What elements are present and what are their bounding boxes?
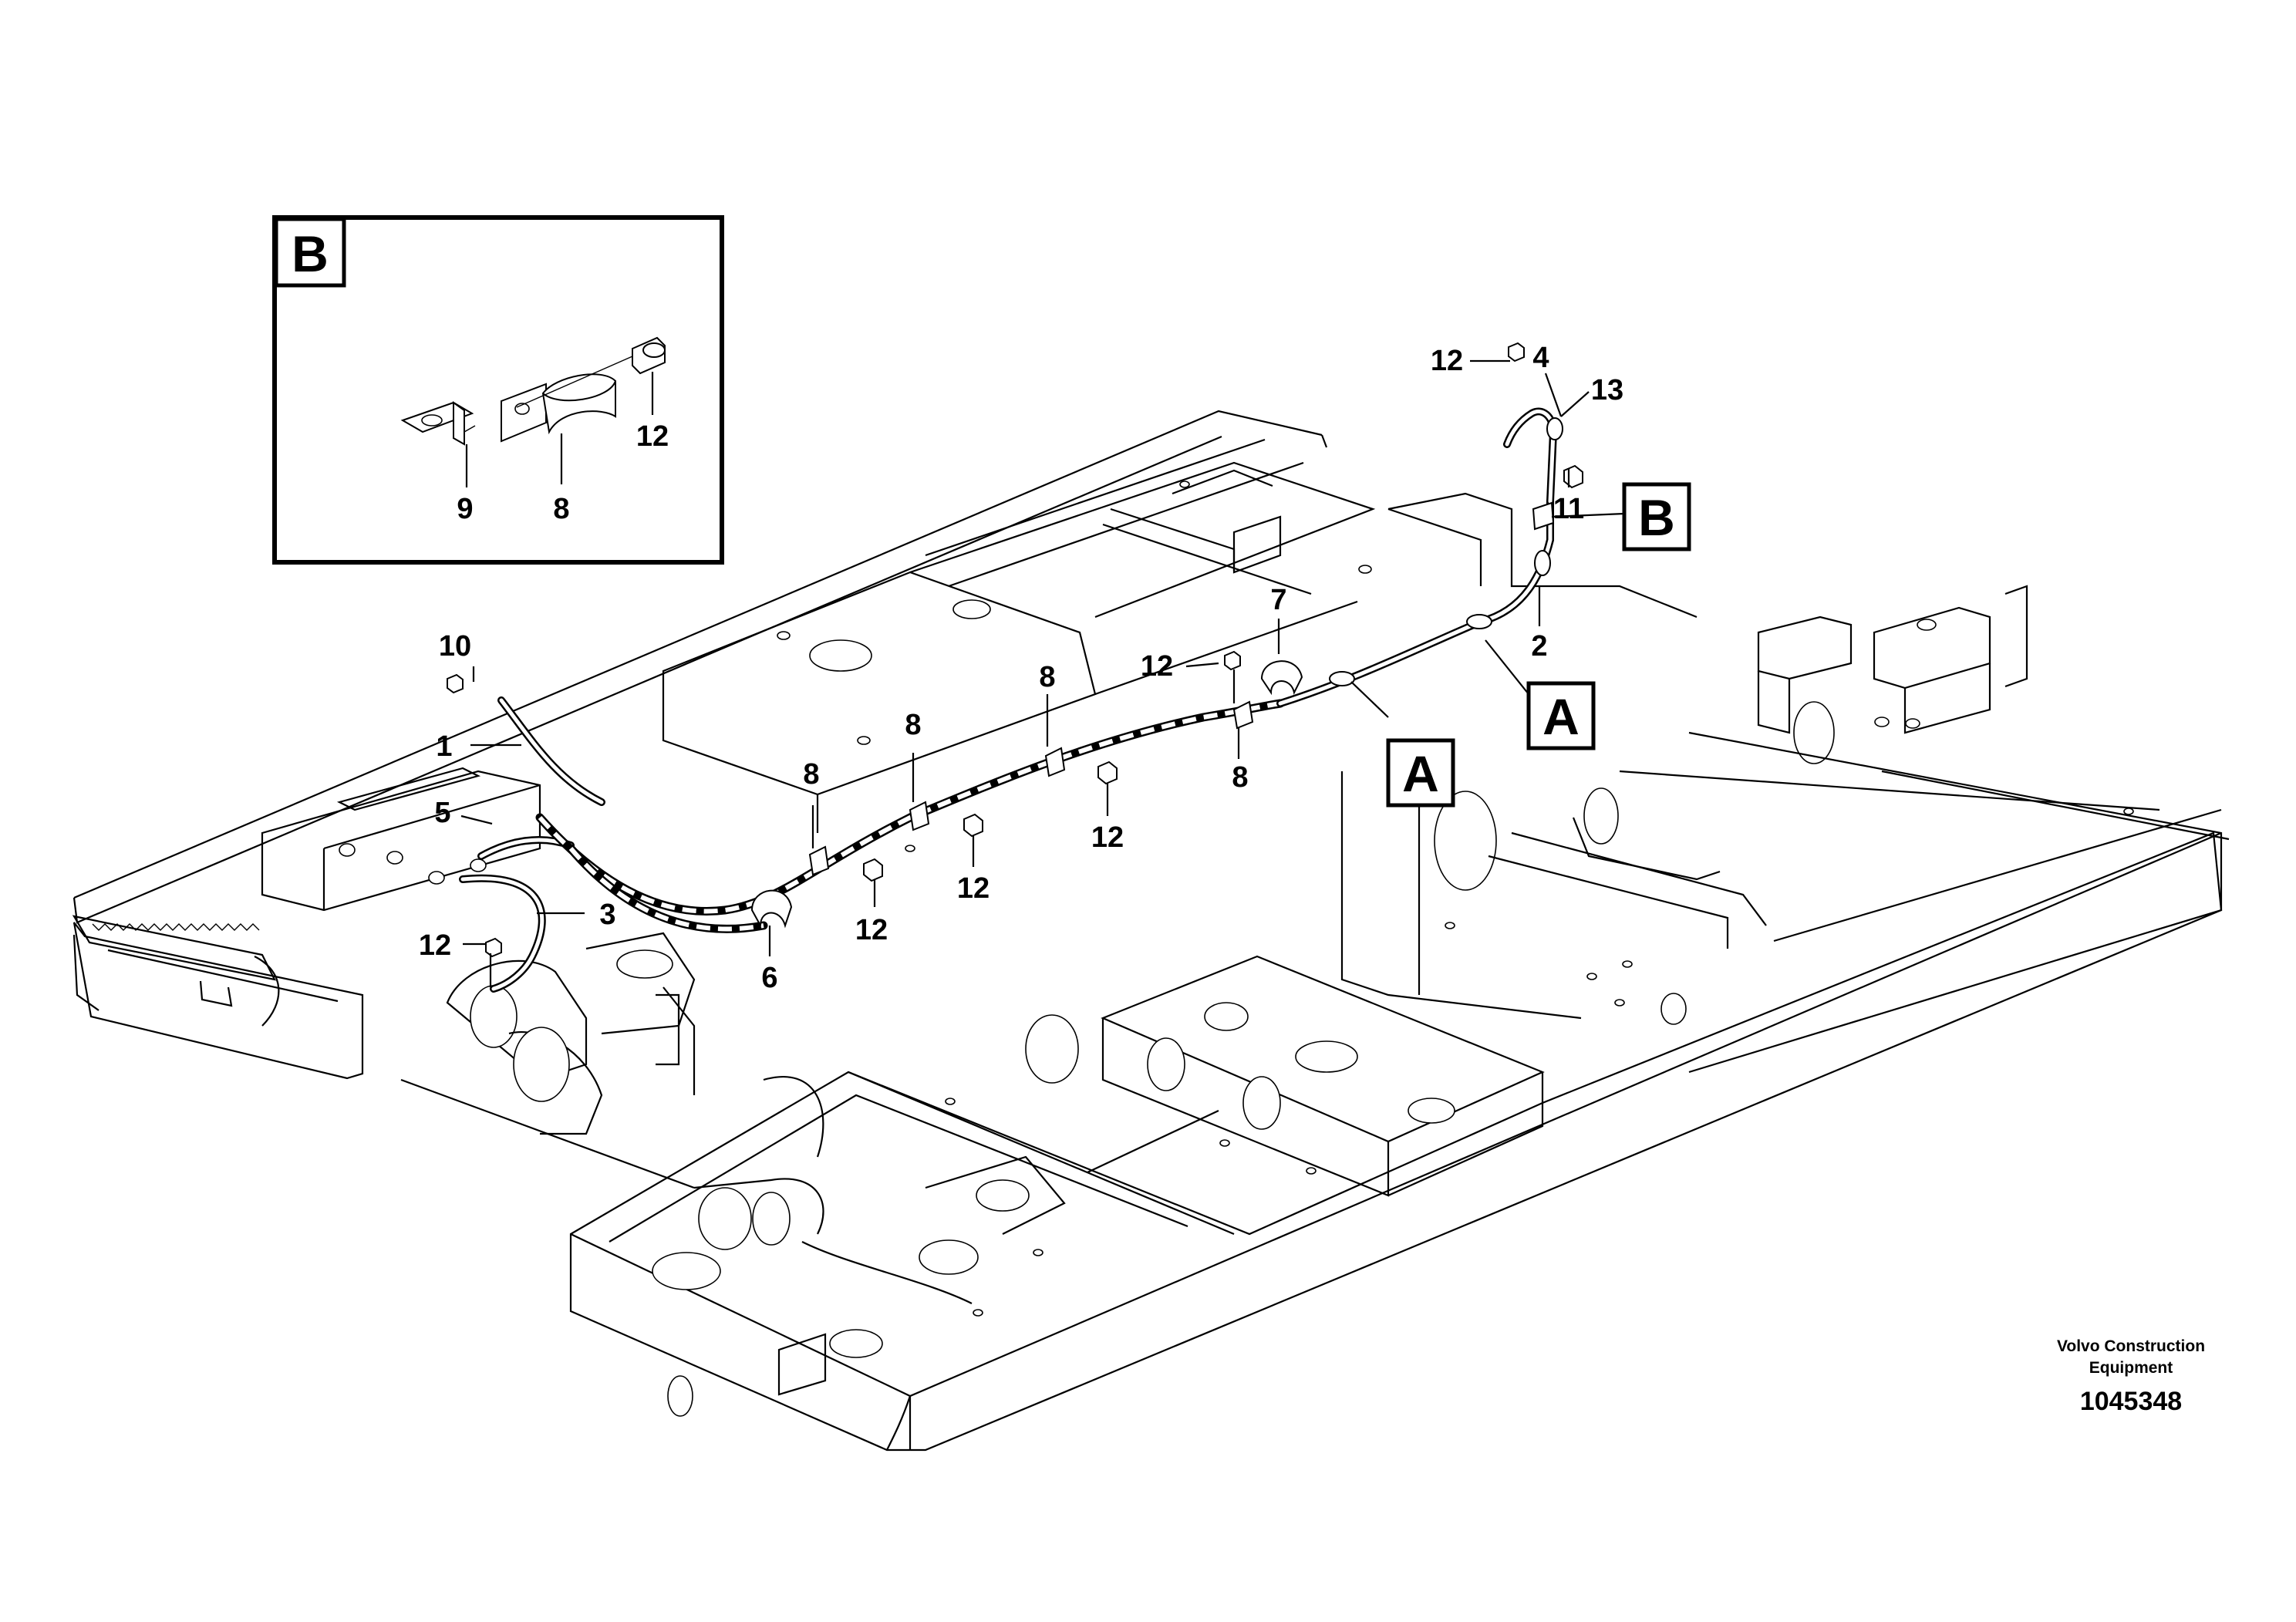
detail-view-b: B 12 9 8 <box>272 215 724 565</box>
callout-12-second: 12 <box>855 914 888 946</box>
callout-1: 1 <box>436 730 452 763</box>
callout-12-third: 12 <box>957 872 990 905</box>
clamp-part <box>501 373 616 443</box>
hose-assembly <box>447 342 1583 993</box>
bolt-part <box>516 336 666 408</box>
callout-5: 5 <box>434 797 450 829</box>
callout-12-fifth: 12 <box>1141 650 1173 683</box>
callout-8-second: 8 <box>905 709 921 741</box>
callout-7: 7 <box>1270 584 1286 616</box>
detail-label: B <box>292 225 329 282</box>
detail-callout-8: 8 <box>553 493 569 525</box>
view-a-lower-label: A <box>1402 745 1439 802</box>
callout-numbers: 10 1 5 3 12 6 8 12 8 12 8 12 12 8 7 12 4… <box>419 342 1623 994</box>
detail-label-box <box>274 217 346 288</box>
callout-4: 4 <box>1532 342 1549 374</box>
leader-lines <box>460 359 1625 987</box>
detail-callout-12: 12 <box>636 420 669 453</box>
machine-frame <box>72 410 2230 1452</box>
company-line-2: Equipment <box>2089 1359 2173 1377</box>
callout-8-third: 8 <box>1039 661 1055 693</box>
view-b-label: B <box>1638 489 1675 546</box>
view-label-boxes: B A A <box>1386 482 1691 808</box>
callout-8-fourth: 8 <box>1232 761 1248 794</box>
callout-10: 10 <box>439 630 471 663</box>
company-line-1: Volvo Construction <box>2057 1337 2205 1355</box>
view-a-upper-box <box>1526 681 1596 750</box>
drawing-caption: Volvo Construction Equipment 1045348 <box>2057 1337 2205 1416</box>
callout-8-first: 8 <box>803 758 819 791</box>
callout-2: 2 <box>1531 630 1547 663</box>
callout-13: 13 <box>1591 374 1623 406</box>
callout-6: 6 <box>761 962 777 994</box>
drawing-number: 1045348 <box>2080 1387 2182 1416</box>
callout-11: 11 <box>1553 493 1584 525</box>
callout-12-fourth: 12 <box>1091 821 1124 854</box>
detail-frame <box>272 215 724 565</box>
view-a-lower-box <box>1386 738 1455 808</box>
bracket-part <box>400 401 476 446</box>
view-b-box <box>1622 482 1691 551</box>
view-a-upper-label: A <box>1542 688 1580 745</box>
callout-12-top: 12 <box>1431 345 1463 377</box>
callout-12-left: 12 <box>419 929 451 962</box>
callout-3: 3 <box>599 899 615 931</box>
detail-callout-9: 9 <box>457 493 473 525</box>
